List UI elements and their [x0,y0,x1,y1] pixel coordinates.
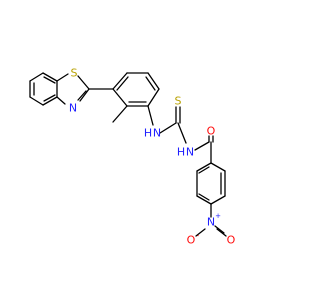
atom-nh-left: N [153,127,161,140]
charge-n-nitro: + [215,212,221,220]
bond [147,72,160,90]
bond [29,96,44,106]
bond [42,96,58,106]
atom-nh-left-h: H [144,127,152,140]
bond [112,88,128,107]
atom-n-thiazole: N [69,102,77,115]
bond [177,122,187,144]
atom-labels: S N N H S N H O N + O - O [69,67,236,247]
bond [198,193,210,201]
bond [42,72,58,82]
bond [214,225,225,234]
atom-o-carbonyl: O [207,125,216,138]
bonds [29,72,227,237]
bond [147,105,154,126]
atom-nh-right-h: H [177,146,185,159]
bond [56,96,66,105]
bond [195,228,206,237]
atom-o-nitro-left: O [187,234,196,247]
bond [196,195,212,205]
bond [210,195,226,205]
atom-nh-right: N [186,146,194,159]
atom-n-nitro: N [207,216,215,229]
bond [77,75,90,90]
bond [210,162,226,172]
atom-o-nitro-right: O [227,234,236,247]
bond [77,90,87,101]
bond [145,76,156,91]
molecule-structure: S N N H S N H O N + O - O [29,67,236,247]
bond [198,166,210,174]
bond [112,105,128,123]
charge-o-nitro-left: - [197,232,200,240]
bond [159,122,177,134]
bond [147,88,160,107]
atom-s-thioxo: S [175,95,182,108]
bond [216,228,227,237]
atom-s-thiazole: S [71,67,78,80]
bond [29,72,44,82]
bond [43,94,56,102]
bond [112,72,128,90]
bond [116,76,129,91]
bond [43,76,56,84]
bond [79,88,90,102]
bond [194,141,210,151]
bond [56,73,69,82]
bond [196,162,212,172]
